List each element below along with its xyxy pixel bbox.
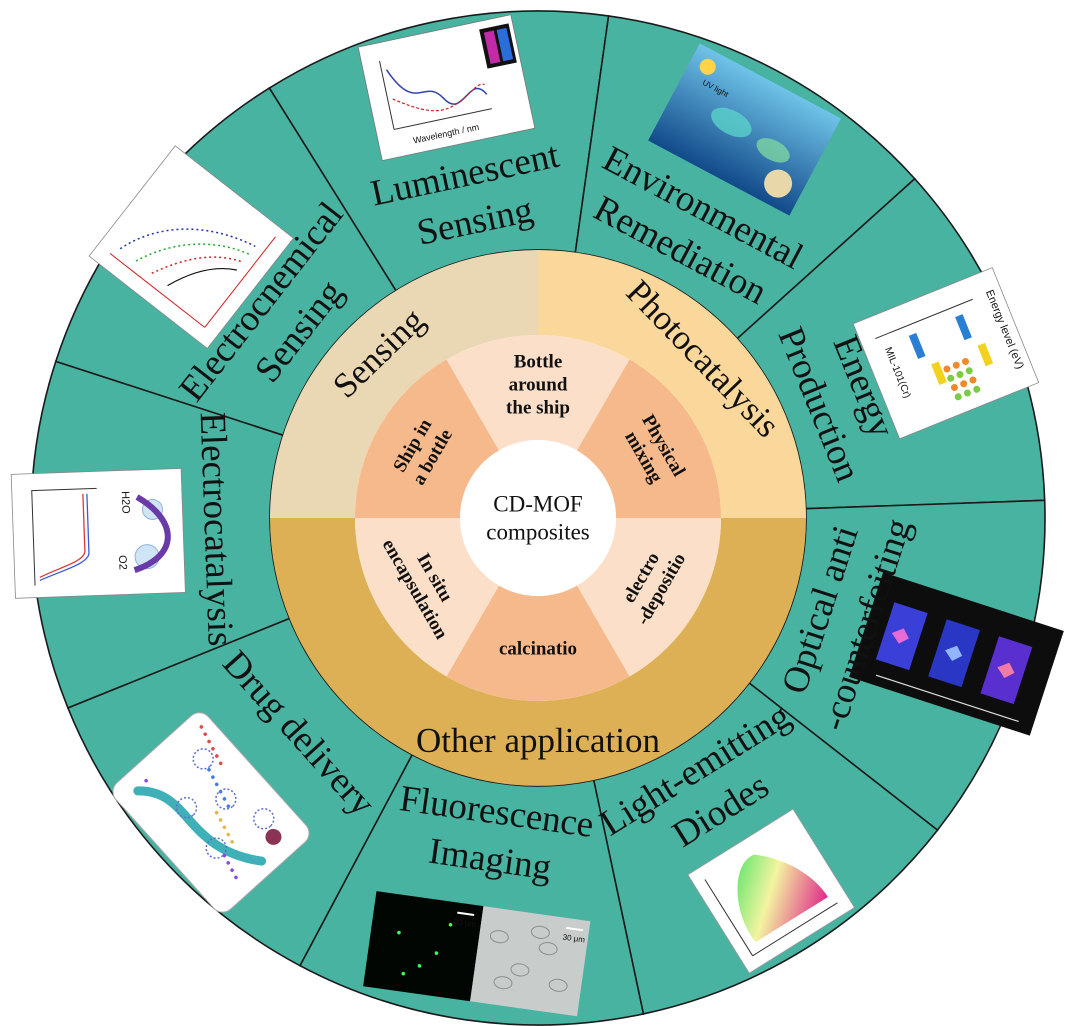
- inner-label-2-line2: around: [509, 374, 568, 395]
- inner-sector-6: [355, 518, 499, 677]
- center-label-line2: composites: [486, 519, 590, 544]
- inner-label-5-line1: calcinatio: [499, 638, 577, 659]
- center-label-line1: CD-MOF: [493, 491, 582, 516]
- inner-sector-5: [446, 585, 630, 701]
- middle-sector-3: [270, 518, 806, 786]
- inner-label-2-line3: the ship: [506, 397, 570, 418]
- drug-delivery-thumbnail: [112, 712, 310, 913]
- inner-label-2-line1: Bottle: [514, 351, 563, 372]
- inner-sector-1: [355, 359, 499, 518]
- thumbnail-text: 30 μm: [453, 917, 477, 929]
- luminescence-spectrum-thumbnail: Wavelength / nm: [357, 14, 536, 162]
- electrochemical-curve-thumbnail: [88, 145, 295, 350]
- photocatalysis-scheme-thumbnail: UV light: [648, 43, 842, 216]
- middle-sector-1: [270, 250, 538, 518]
- thumbnail-text: H2O: [119, 491, 132, 514]
- electrocatalysis-thumbnail: H2O O2: [10, 468, 186, 599]
- middle-label-3: Other application: [416, 721, 660, 760]
- inner-sector-4: [577, 518, 721, 677]
- cell-imaging-thumbnail: 30 μm 30 μm: [363, 891, 591, 1017]
- middle-ring: [270, 250, 806, 786]
- middle-sector-2: [538, 250, 806, 518]
- outer-label-8-line1: Electrocatalysis: [192, 411, 241, 647]
- thumbnail-text: 30 μm: [562, 933, 586, 945]
- thumbnail-text: O2: [116, 555, 129, 570]
- center-circle: [460, 440, 616, 596]
- inner-sector-3: [577, 359, 721, 518]
- inner-ring: [355, 335, 721, 701]
- inner-sector-2: [446, 335, 630, 451]
- fluorescent-pattern-thumbnail: [849, 572, 1064, 736]
- cie-chromaticity-thumbnail: [687, 808, 856, 974]
